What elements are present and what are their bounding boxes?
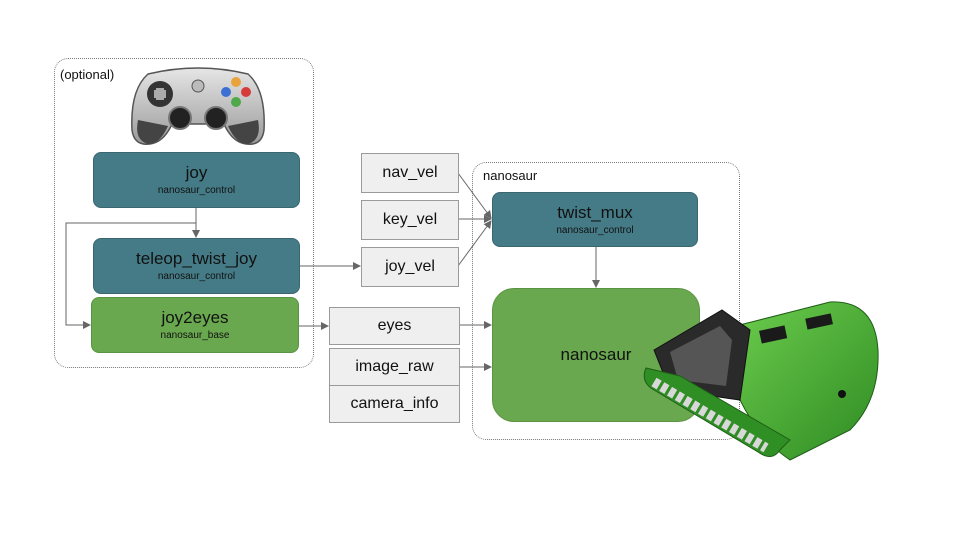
topic-eyes: eyes: [329, 307, 460, 345]
node-joy: joy nanosaur_control: [93, 152, 300, 208]
edge-navvel-twistmux: [457, 172, 492, 219]
topic-nav-vel: nav_vel: [361, 153, 459, 193]
topic-image-raw: image_raw: [329, 348, 460, 386]
node-joy2eyes: joy2eyes nanosaur_base: [91, 297, 299, 353]
node-twist-mux-title: twist_mux: [557, 202, 633, 222]
nanosaur-robot-icon: [643, 301, 879, 461]
gamepad-icon: [131, 67, 265, 145]
node-joy-title: joy: [185, 163, 208, 182]
node-joy-pkg: nanosaur_control: [157, 185, 236, 196]
node-teleop-pkg: nanosaur_control: [157, 271, 236, 282]
topic-joy-vel: joy_vel: [361, 247, 459, 287]
node-joy2eyes-title: joy2eyes: [161, 308, 229, 327]
optional-group-label: (optional): [60, 67, 115, 82]
topic-key-vel: key_vel: [361, 200, 459, 240]
node-twist-mux-pkg: nanosaur_control: [556, 224, 634, 236]
edge-joy-joy2eyes: [65, 222, 196, 329]
node-teleop-title: teleop_twist_joy: [136, 249, 257, 268]
edge-joyvel-twistmux: [457, 220, 492, 267]
nanosaur-group: [472, 162, 740, 440]
topic-camera-info: camera_info: [329, 385, 460, 423]
optional-group: [54, 58, 314, 368]
node-teleop-twist-joy: teleop_twist_joy nanosaur_control: [93, 238, 300, 294]
node-nanosaur-title: nanosaur: [560, 345, 632, 364]
node-twist-mux: twist_mux nanosaur_control: [492, 192, 698, 247]
node-joy2eyes-pkg: nanosaur_base: [160, 330, 230, 341]
nanosaur-group-label: nanosaur: [483, 168, 538, 183]
node-nanosaur: nanosaur: [492, 288, 700, 422]
